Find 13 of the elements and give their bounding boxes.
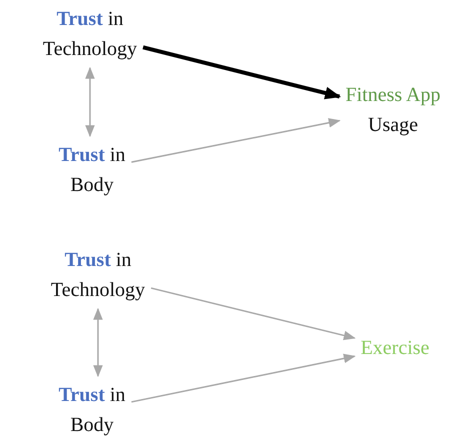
arrow xyxy=(93,308,103,378)
node-label: Trust in Technology xyxy=(42,7,138,62)
node-label: Fitness App xyxy=(344,83,442,108)
node-label: Trust in Body xyxy=(58,383,126,438)
arrow xyxy=(85,66,95,138)
arrow xyxy=(131,354,356,403)
arrow xyxy=(150,287,356,340)
node-label: Usage xyxy=(367,113,419,138)
node-label: Exercise xyxy=(360,336,430,361)
arrow xyxy=(142,45,342,100)
arrow xyxy=(131,118,341,163)
node-label: Trust in Technology xyxy=(50,248,146,303)
node-label: Trust in Body xyxy=(58,143,126,198)
